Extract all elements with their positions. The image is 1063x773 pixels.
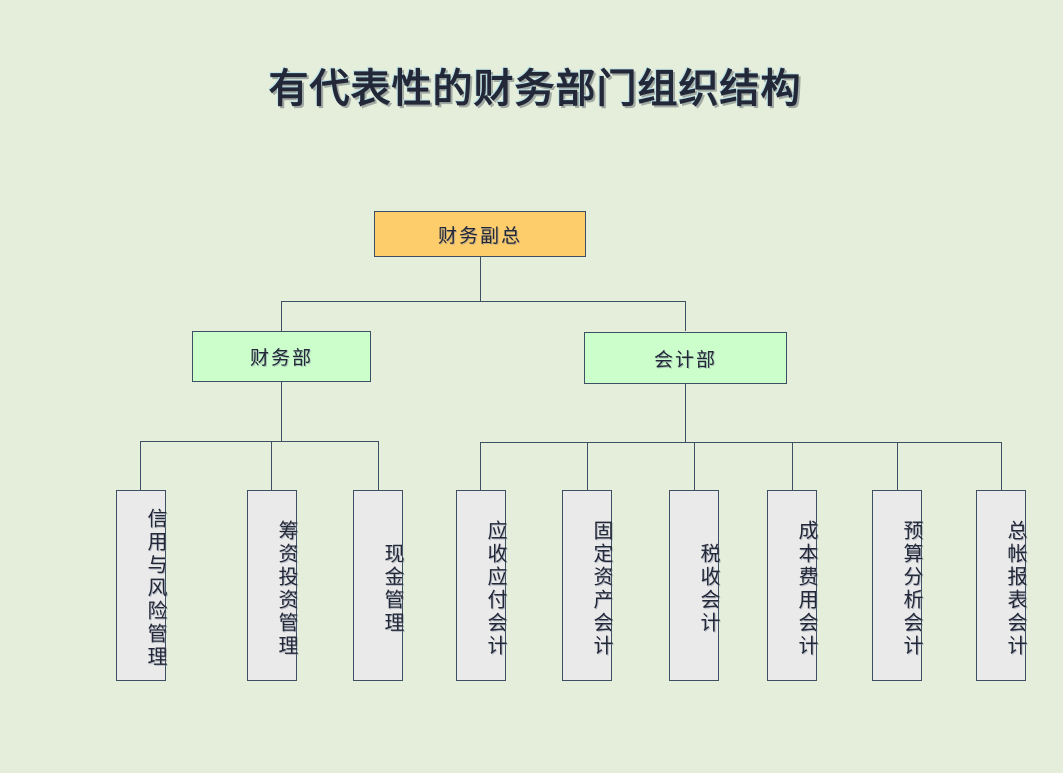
node-cash-management[interactable]: 现金管理 xyxy=(353,490,403,681)
connector-to-finance-dept xyxy=(281,301,282,331)
connector-accounting-bar xyxy=(480,442,1001,443)
node-receivables-payables-accounting[interactable]: 应收应付会计 xyxy=(456,490,506,681)
connector-accounting-stem xyxy=(685,384,686,442)
node-finance-department[interactable]: 财务部 xyxy=(192,331,371,382)
connector-finance-stem xyxy=(281,382,282,441)
connector-finance-unit-3 xyxy=(378,441,379,490)
node-accounting-department-label: 会计部 xyxy=(653,349,717,371)
node-finance-department-label: 财务部 xyxy=(249,348,313,369)
node-credit-and-risk-management[interactable]: 信用与风险管理 xyxy=(116,490,166,681)
node-credit-and-risk-management-label: 信用与风险管理 xyxy=(144,508,166,669)
page-title: 有代表性的财务部门组织结构 xyxy=(268,66,802,112)
node-financing-and-investment-management[interactable]: 筹资投资管理 xyxy=(247,490,297,681)
connector-root-stem xyxy=(480,257,481,301)
connector-accounting-unit-4 xyxy=(792,442,793,490)
node-fixed-assets-accounting-label: 固定资产会计 xyxy=(590,519,612,658)
connector-finance-bar xyxy=(140,441,378,442)
connector-finance-unit-1 xyxy=(140,441,141,490)
node-budget-analysis-accounting[interactable]: 预算分析会计 xyxy=(872,490,922,681)
node-accounting-department[interactable]: 会计部 xyxy=(584,332,787,384)
connector-accounting-unit-1 xyxy=(480,442,481,490)
node-cfo[interactable]: 财务副总 xyxy=(374,211,586,257)
connector-to-accounting-dept xyxy=(685,301,686,331)
node-budget-analysis-accounting-label: 预算分析会计 xyxy=(900,519,922,658)
node-general-ledger-reporting-accounting[interactable]: 总帐报表会计 xyxy=(976,490,1026,681)
connector-accounting-unit-3 xyxy=(694,442,695,490)
node-fixed-assets-accounting[interactable]: 固定资产会计 xyxy=(562,490,612,681)
connector-accounting-unit-2 xyxy=(587,442,588,490)
node-cost-expense-accounting-label: 成本费用会计 xyxy=(795,519,817,658)
connector-accounting-unit-5 xyxy=(897,442,898,490)
node-general-ledger-reporting-accounting-label: 总帐报表会计 xyxy=(1004,519,1026,658)
node-cash-management-label: 现金管理 xyxy=(381,542,403,635)
node-cost-expense-accounting[interactable]: 成本费用会计 xyxy=(767,490,817,681)
connector-root-bar xyxy=(281,301,686,302)
node-receivables-payables-accounting-label: 应收应付会计 xyxy=(484,519,506,658)
node-tax-accounting[interactable]: 税收会计 xyxy=(669,490,719,681)
connector-finance-unit-2 xyxy=(271,441,272,490)
node-financing-and-investment-management-label: 筹资投资管理 xyxy=(275,519,297,658)
node-cfo-label: 财务副总 xyxy=(437,225,522,247)
node-tax-accounting-label: 税收会计 xyxy=(697,542,719,635)
connector-accounting-unit-6 xyxy=(1001,442,1002,490)
